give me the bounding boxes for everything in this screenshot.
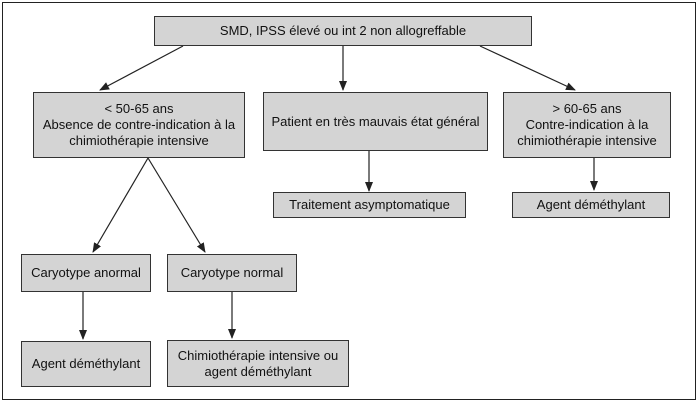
node-young-fit-line-2: Absence de contre-indication à la (42, 117, 236, 132)
node-symptomatic-line-1: Traitement asymptomatique (289, 197, 450, 212)
node-demethyl-left: Agent déméthylant (21, 341, 151, 387)
node-old-unfit: > 60-65 ans Contre-indication à la chimi… (503, 92, 671, 158)
node-karyo-abnormal: Caryotype anormal (21, 254, 151, 292)
node-symptomatic: Traitement asymptomatique (273, 192, 466, 218)
node-young-fit-line-3: chimiothérapie intensive (69, 133, 209, 148)
node-poor-state: Patient en très mauvais état général (263, 92, 488, 151)
node-karyo-normal: Caryotype normal (167, 254, 297, 292)
node-chemo-or-demethyl: Chimiothérapie intensive ou agent déméth… (167, 340, 349, 387)
node-chemo-or-demethyl-line-2: agent déméthylant (204, 363, 312, 379)
edge-young-fit-to-karyo-normal (147, 157, 206, 253)
node-karyo-normal-line-1: Caryotype normal (180, 265, 284, 280)
node-chemo-or-demethyl-line-1: Chimiothérapie intensive ou (177, 347, 339, 363)
node-demethyl-right-line-1: Agent déméthylant (536, 197, 646, 212)
node-old-unfit-line-3: chimiothérapie intensive (517, 133, 657, 148)
node-old-unfit-line-1: > 60-65 ans (552, 101, 622, 116)
node-demethyl-right: Agent déméthylant (512, 192, 670, 218)
node-old-unfit-line-2: Contre-indication à la (525, 117, 649, 132)
node-young-fit: < 50-65 ans Absence de contre-indication… (33, 92, 245, 158)
node-young-fit-line-1: < 50-65 ans (104, 101, 174, 116)
edge-young-fit-to-karyo-abnormal (92, 157, 149, 253)
node-karyo-abnormal-line-1: Caryotype anormal (31, 265, 141, 280)
node-poor-state-line-1: Patient en très mauvais état général (271, 113, 480, 129)
node-demethyl-left-line-1: Agent déméthylant (31, 356, 141, 371)
edge-root-to-young-fit (99, 45, 184, 91)
node-root-line-1: SMD, IPSS élevé ou int 2 non allogreffab… (219, 23, 467, 38)
edge-root-to-old-unfit (479, 45, 576, 91)
node-root: SMD, IPSS élevé ou int 2 non allogreffab… (154, 16, 532, 46)
